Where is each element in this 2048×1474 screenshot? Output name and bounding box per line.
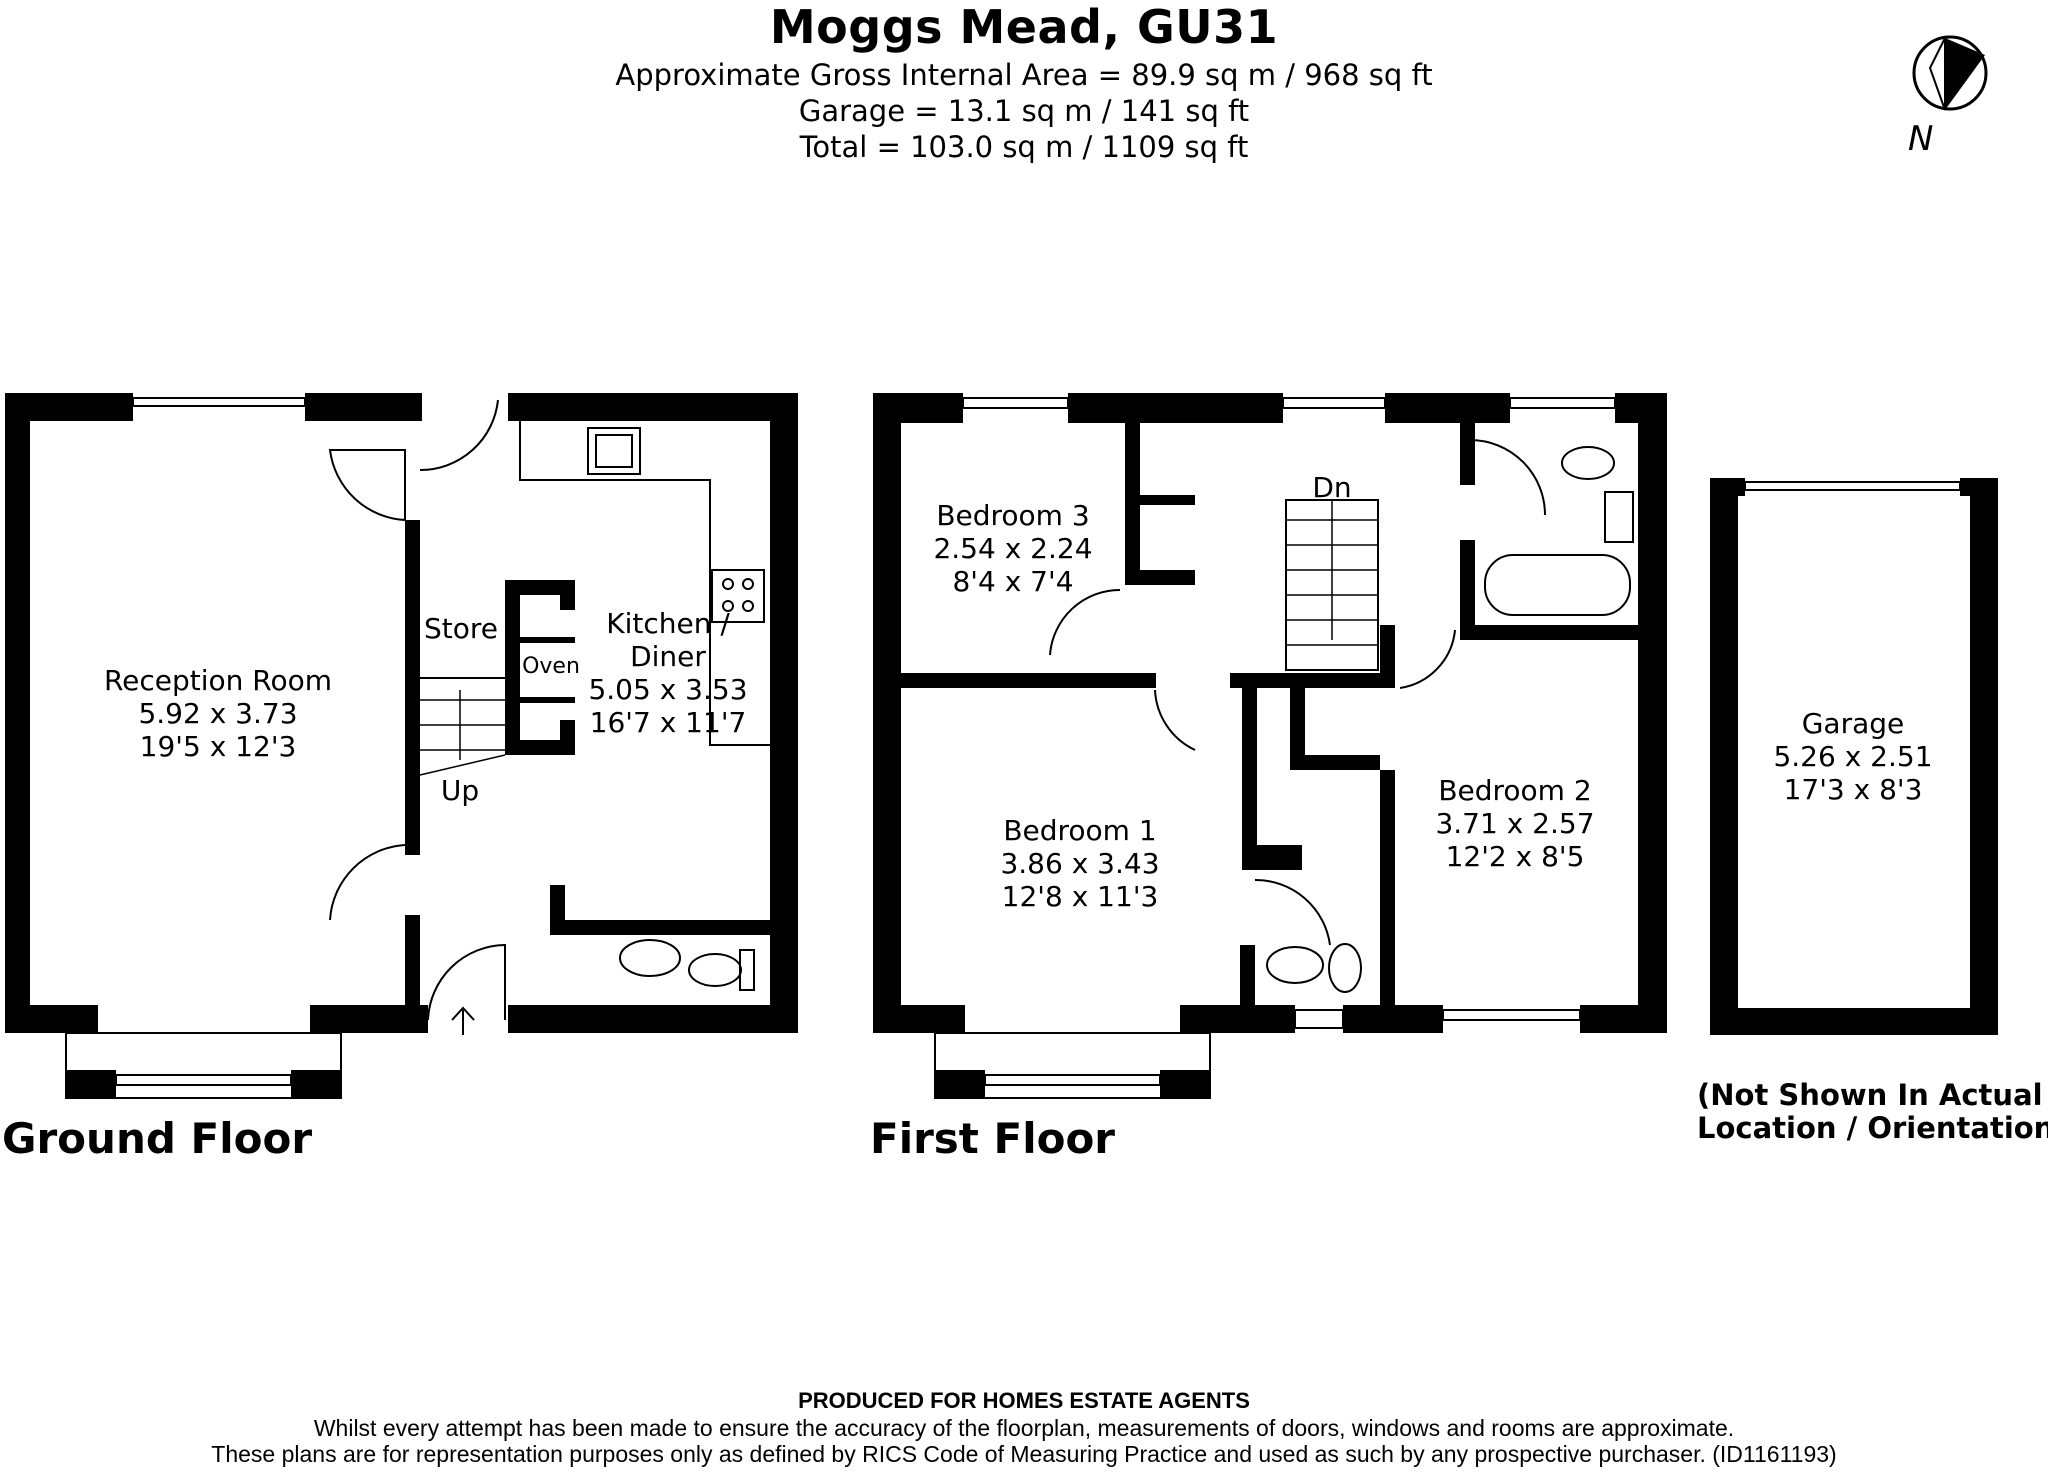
room-imperial-bedroom1: 12'8 x 11'3 xyxy=(1002,880,1159,913)
footer-disclaimer-1: Whilst every attempt has been made to en… xyxy=(313,1415,1735,1441)
plan-title: Moggs Mead, GU31 xyxy=(769,0,1279,54)
total-area: Total = 103.0 sq m / 1109 sq ft xyxy=(799,130,1249,164)
room-name-kitchen-1: Kitchen / xyxy=(606,607,730,640)
room-name-reception: Reception Room xyxy=(104,664,332,697)
ground-floor-label: Ground Floor xyxy=(2,1114,312,1163)
room-metric-kitchen: 5.05 x 3.53 xyxy=(588,673,747,706)
room-imperial-kitchen: 16'7 x 11'7 xyxy=(590,706,747,739)
garage-note-1: (Not Shown In Actual xyxy=(1697,1078,2043,1112)
garage-note-2: Location / Orientation) xyxy=(1697,1111,2048,1145)
footer-disclaimer-2: These plans are for representation purpo… xyxy=(211,1441,1837,1467)
room-name-bedroom3: Bedroom 3 xyxy=(936,499,1089,532)
gross-internal-area: Approximate Gross Internal Area = 89.9 s… xyxy=(615,58,1433,92)
room-name-bedroom1: Bedroom 1 xyxy=(1003,814,1156,847)
first-floor-plan xyxy=(873,393,1667,1099)
room-imperial-bedroom2: 12'2 x 8'5 xyxy=(1446,840,1585,873)
room-name-store: Store xyxy=(424,612,498,645)
room-metric-bedroom2: 3.71 x 2.57 xyxy=(1435,807,1594,840)
room-imperial-bedroom3: 8'4 x 7'4 xyxy=(952,565,1073,598)
room-name-bedroom2: Bedroom 2 xyxy=(1438,774,1591,807)
stairs-up-label: Up xyxy=(441,774,479,807)
room-name-kitchen-2: Diner xyxy=(630,640,706,673)
north-compass-icon: N xyxy=(1908,35,1988,159)
room-name-oven: Oven xyxy=(522,654,580,679)
room-name-garage: Garage xyxy=(1802,707,1905,740)
footer-heading: PRODUCED FOR HOMES ESTATE AGENTS xyxy=(798,1388,1250,1413)
room-imperial-garage: 17'3 x 8'3 xyxy=(1784,773,1923,806)
stairs-down-label: Dn xyxy=(1312,471,1351,504)
room-metric-bedroom3: 2.54 x 2.24 xyxy=(933,532,1092,565)
garage-area: Garage = 13.1 sq m / 141 sq ft xyxy=(798,94,1250,128)
first-floor-label: First Floor xyxy=(870,1114,1115,1163)
room-metric-reception: 5.92 x 3.73 xyxy=(138,697,297,730)
ground-floor-plan xyxy=(5,393,798,1099)
garage-plan xyxy=(1710,478,1998,1035)
compass-letter: N xyxy=(1908,119,1933,159)
room-metric-garage: 5.26 x 2.51 xyxy=(1773,740,1932,773)
room-imperial-reception: 19'5 x 12'3 xyxy=(140,730,297,763)
room-metric-bedroom1: 3.86 x 3.43 xyxy=(1000,847,1159,880)
